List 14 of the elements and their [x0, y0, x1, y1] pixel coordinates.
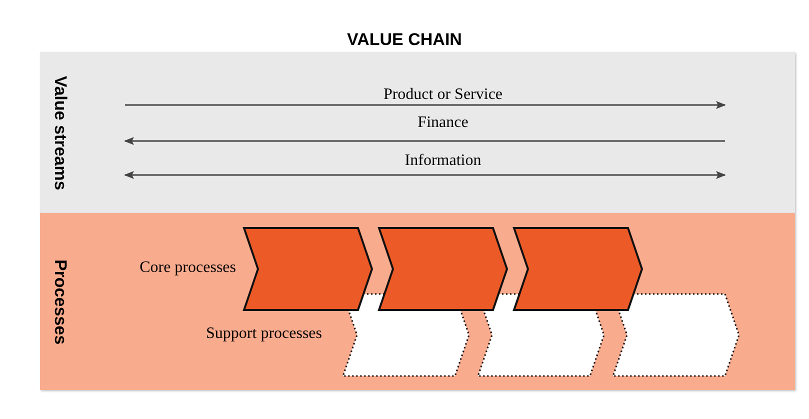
stream-label: Information: [404, 152, 482, 170]
diagram-title: VALUE CHAIN: [346, 29, 463, 51]
band-panel: [40, 52, 795, 213]
row-label: Core processes: [140, 258, 236, 278]
band-heading: Value streams: [52, 75, 69, 190]
core-process-chevron: [243, 227, 373, 311]
band-panel: [40, 213, 795, 390]
core-process-chevron: [378, 227, 508, 311]
band-heading: Processes: [52, 258, 69, 344]
stream-label: Finance: [416, 114, 470, 132]
row-label: Support processes: [206, 324, 322, 344]
stream-label: Product or Service: [382, 86, 504, 104]
support-process-chevron: [612, 293, 740, 377]
core-process-chevron: [513, 227, 643, 311]
